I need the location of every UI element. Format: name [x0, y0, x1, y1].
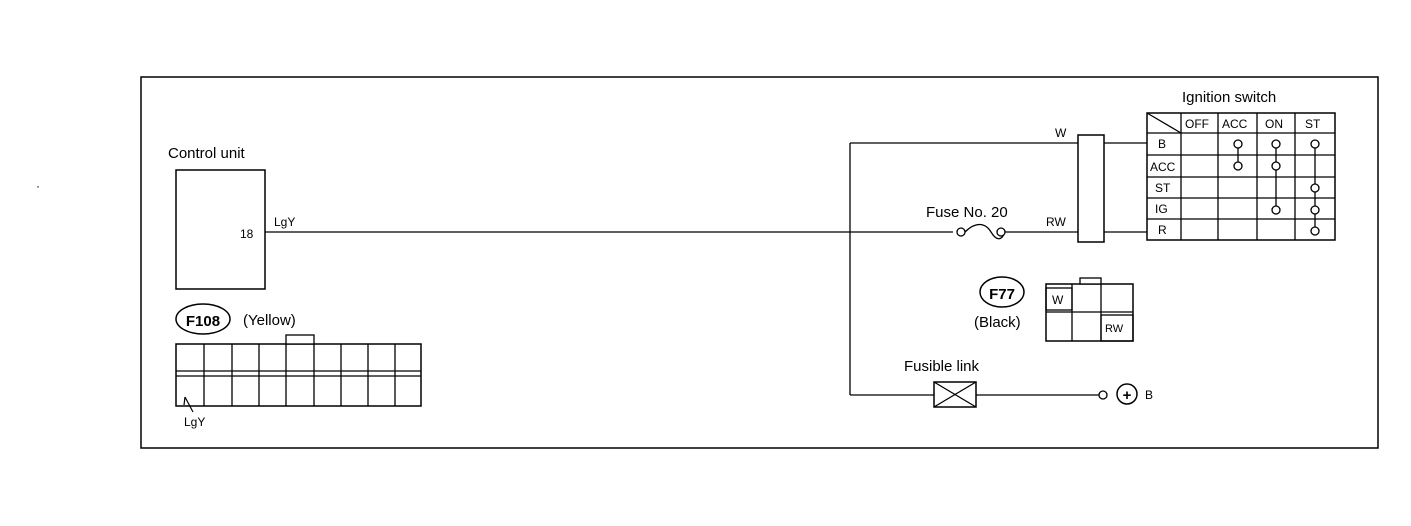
- fuse-20: Fuse No. 20: [926, 204, 1078, 240]
- battery-label: B: [1145, 388, 1153, 402]
- fuse-label: Fuse No. 20: [926, 204, 1008, 221]
- connector-f77-pin-w: W: [1052, 293, 1064, 307]
- ignition-col-st: ST: [1305, 117, 1321, 131]
- ignition-row-ig: IG: [1155, 202, 1168, 216]
- ignition-col-acc: ACC: [1222, 117, 1248, 131]
- ignition-row-r: R: [1158, 223, 1167, 237]
- control-unit-pin-number: 18: [240, 227, 254, 241]
- connector-f77-pin-w-box: [1045, 287, 1073, 311]
- wire-rw-label: RW: [1046, 215, 1066, 229]
- connector-f108-pointer: [183, 396, 194, 413]
- ignition-on-connection: [1271, 139, 1281, 215]
- connector-f77-badge: [979, 276, 1025, 308]
- connector-f108-body: [175, 343, 422, 407]
- battery-plus-symbol: +: [1123, 387, 1132, 404]
- control-unit-box: [175, 169, 266, 290]
- battery-terminal: + B: [1098, 383, 1153, 405]
- connector-f77-pin-rw: RW: [1105, 323, 1124, 335]
- ignition-row-st: ST: [1155, 181, 1171, 195]
- wire-w-label: W: [1055, 126, 1067, 140]
- ignition-row-acc: ACC: [1150, 160, 1176, 174]
- connector-f77-pin-rw-box: [1100, 314, 1134, 342]
- connector-f108-cells: [203, 344, 396, 406]
- connector-f108: F108 (Yellow) LgY: [175, 303, 422, 429]
- fusible-link: Fusible link: [904, 358, 1099, 408]
- control-unit-title: Control unit: [168, 145, 246, 162]
- ignition-acc-connection: [1233, 139, 1243, 171]
- connector-f77: F77 (Black) W RW: [974, 276, 1134, 342]
- connector-f108-latch: [285, 334, 315, 345]
- ignition-switch: Ignition switch OFF ACC ON ST B ACC ST I…: [1146, 89, 1336, 241]
- connector-f108-id: F108: [186, 313, 220, 330]
- ignition-switch-title: Ignition switch: [1182, 89, 1276, 106]
- stray-mark: ·: [36, 179, 40, 193]
- connector-f108-color: (Yellow): [243, 312, 296, 329]
- control-unit-wire-color: LgY: [274, 215, 295, 229]
- fusible-link-label: Fusible link: [904, 358, 980, 375]
- ignition-st-connection: [1310, 139, 1320, 236]
- diagram-frame: [140, 76, 1379, 449]
- control-unit: Control unit 18 LgY: [168, 145, 295, 290]
- connector-f77-latch: [1079, 277, 1102, 285]
- ignition-row-b: B: [1158, 137, 1166, 151]
- connector-f77-id: F77: [989, 286, 1015, 303]
- inline-connector-f77: [1077, 134, 1105, 243]
- connector-f108-wire-label: LgY: [184, 415, 205, 429]
- ignition-col-on: ON: [1265, 117, 1283, 131]
- ignition-col-off: OFF: [1185, 117, 1209, 131]
- connector-f108-badge: [175, 303, 231, 335]
- connector-f77-color: (Black): [974, 314, 1021, 331]
- battery-plus-icon: [1116, 383, 1138, 405]
- fuse-element: [964, 223, 1006, 240]
